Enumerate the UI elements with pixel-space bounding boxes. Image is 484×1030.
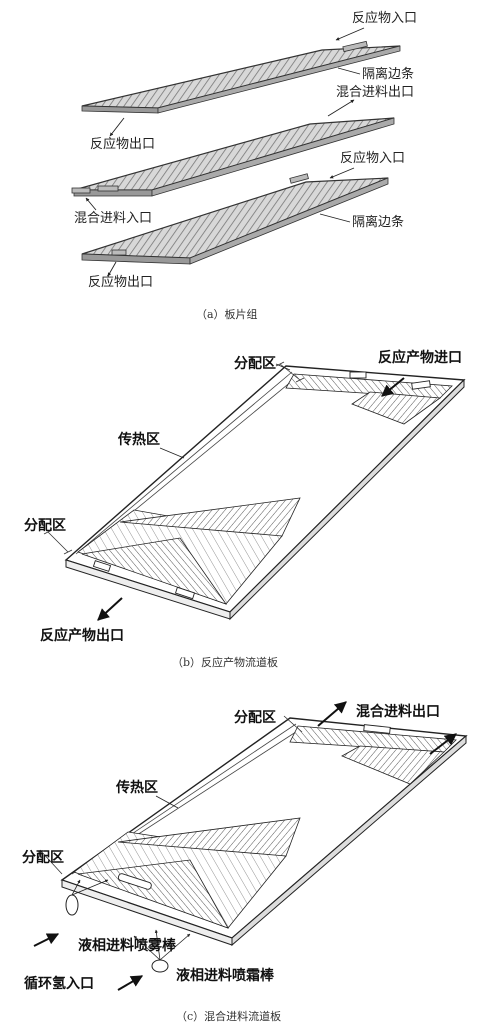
label-c-mixed-feed-outlet: 混合进料出口	[356, 703, 440, 720]
caption-b: （b）反应产物流道板	[172, 655, 278, 669]
label-b-product-inlet: 反应产物进口	[378, 349, 462, 366]
caption-c: （c）混合进料流道板	[176, 1009, 281, 1023]
label-c-distribution-zone-bottom: 分配区	[22, 850, 64, 866]
panel-b-product-plate: 分配区 反应产物进口 传热区 分配区 反应产物出口 （b）反应产物流道板	[24, 349, 466, 669]
plate-1	[81, 40, 401, 114]
label-a-mixed-feed-outlet: 混合进料出口	[336, 85, 414, 100]
feed-outlet-arrow-1	[317, 701, 347, 727]
plate-2	[71, 117, 395, 197]
spray-bar-1-icon	[65, 894, 79, 916]
label-a-reactant-outlet-bottom: 反应物出口	[88, 274, 153, 290]
label-a-reactant-outlet-top: 反应物出口	[90, 136, 155, 152]
label-c-liquid-spray-bar-2: 液相进料喷霜棒	[176, 967, 275, 984]
feed-outlet-arrow-2	[429, 733, 457, 755]
label-a-separator-strip-bottom: 隔离边条	[352, 214, 404, 230]
product-outlet-arrow	[97, 597, 123, 621]
label-c-liquid-spray-bar-1: 液相进料喷雾棒	[78, 937, 177, 954]
label-b-distribution-zone-top: 分配区	[234, 356, 276, 372]
product-inlet-arrow	[381, 377, 405, 397]
label-b-heat-transfer-zone: 传热区	[117, 431, 160, 448]
label-b-product-outlet: 反应产物出口	[40, 627, 124, 644]
plate-3	[81, 173, 389, 265]
label-a-reactant-inlet-mid: 反应物入口	[340, 150, 405, 166]
label-c-distribution-zone-top: 分配区	[234, 710, 276, 726]
panel-c-feed-plate: 分配区 混合进料出口 传热区 分配区 液相进料喷雾棒 循环氢入口 液相进料喷霜棒…	[22, 701, 468, 1023]
spray-bar-2-icon	[151, 959, 169, 973]
hydrogen-arrow-2	[117, 975, 144, 991]
label-b-distribution-zone-bottom: 分配区	[24, 518, 66, 534]
caption-a: （a）板片组	[196, 307, 258, 321]
label-a-mixed-feed-inlet: 混合进料入口	[74, 211, 152, 226]
panel-a-plate-stack: 反应物入口 隔离边条 混合进料出口 反应物出口 反应物入口 混合进料入口 隔离边…	[71, 10, 417, 321]
label-a-separator-strip-top: 隔离边条	[362, 66, 414, 82]
hydrogen-arrow-1	[33, 933, 60, 947]
label-c-recycle-hydrogen-inlet: 循环氢入口	[24, 975, 94, 992]
label-c-heat-transfer-zone: 传热区	[115, 779, 158, 796]
label-a-reactant-inlet-top: 反应物入口	[352, 10, 417, 26]
